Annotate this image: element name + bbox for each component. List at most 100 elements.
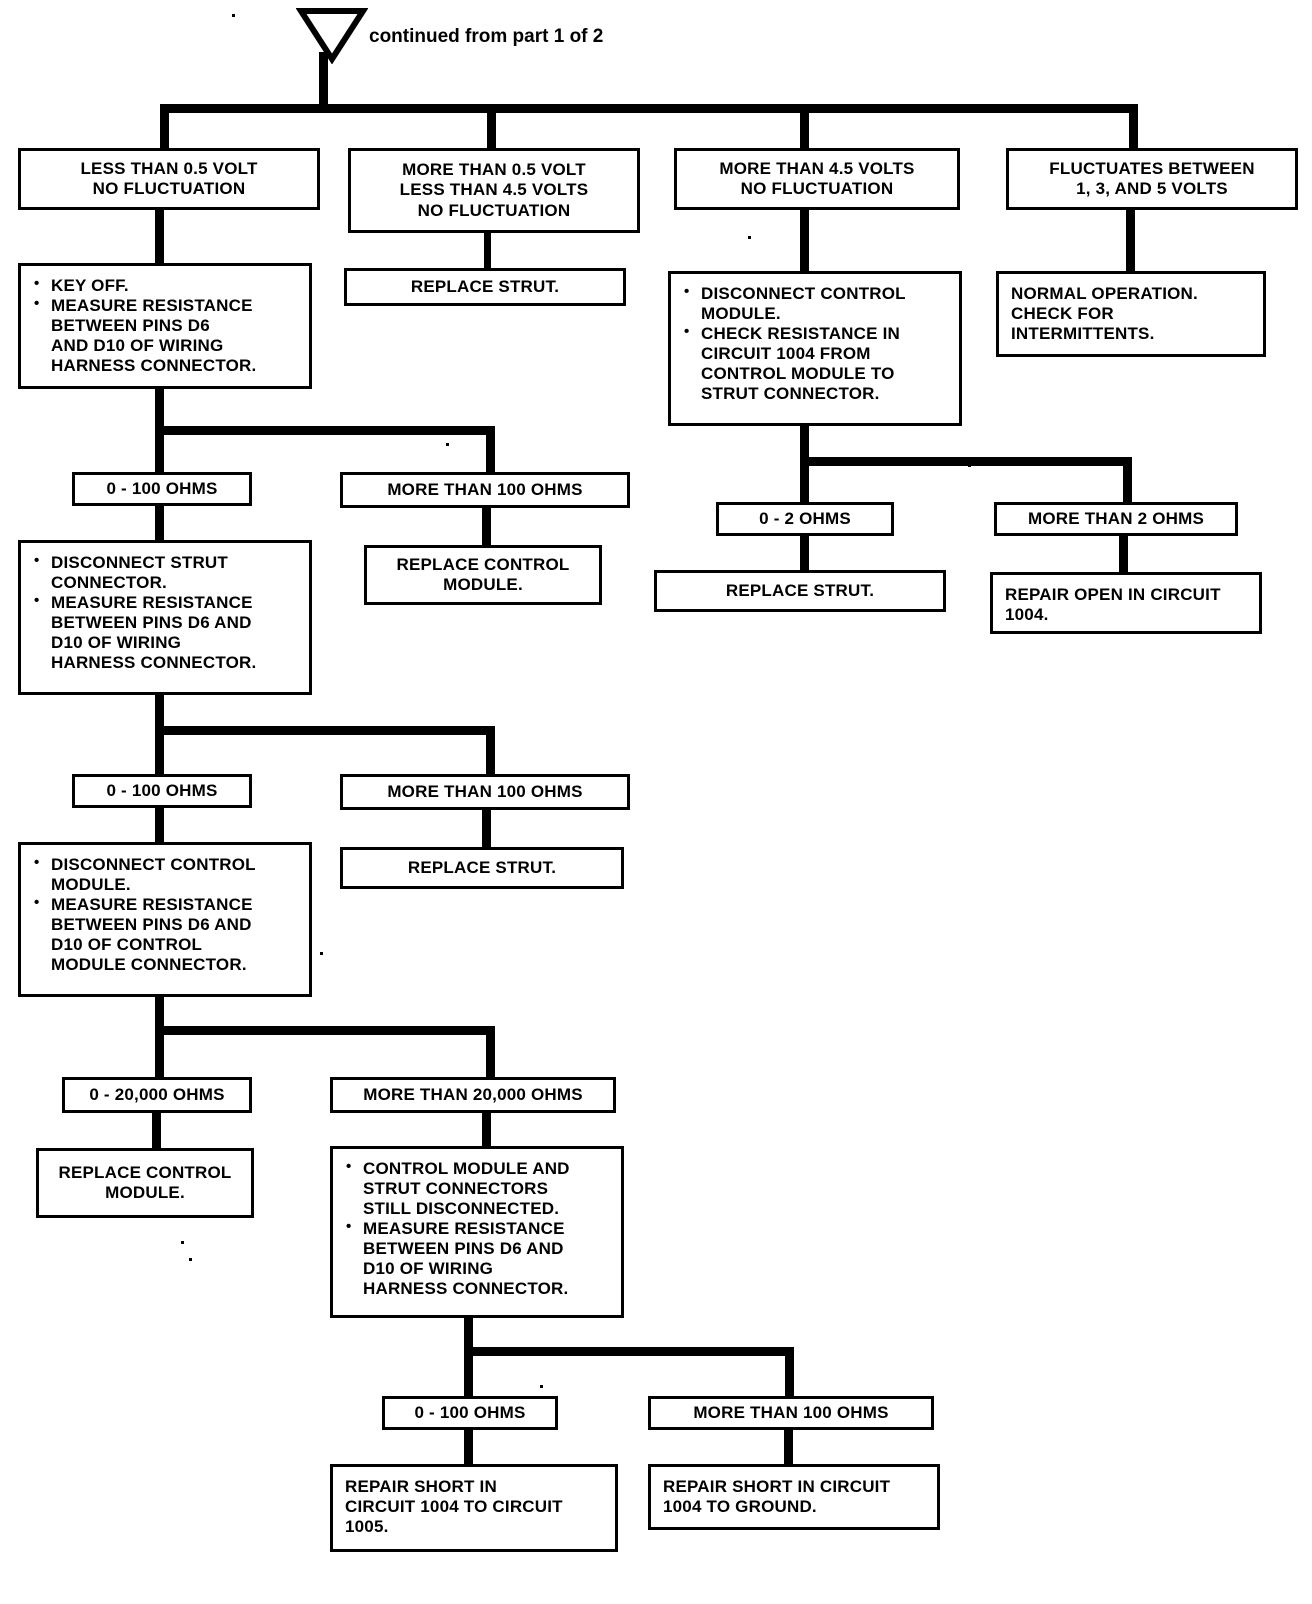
connector-b1-split3-left xyxy=(155,1026,164,1078)
result-label: 0 - 2 OHMS xyxy=(759,508,851,528)
connector-b1-split3-stem xyxy=(155,994,164,1032)
action-box-disconnect-control-module-check-resistance[interactable]: DISCONNECT CONTROL MODULE. CHECK RESISTA… xyxy=(668,271,962,426)
bullet-line: D10 OF WIRING xyxy=(363,1259,494,1279)
result-box-more-than-20000-ohms[interactable]: MORE THAN 20,000 OHMS xyxy=(330,1077,616,1113)
bullet-list: DISCONNECT CONTROL MODULE. CHECK RESISTA… xyxy=(683,283,951,404)
bullet-line: DISCONNECT CONTROL xyxy=(51,855,256,874)
bullet-line: BETWEEN PINS D6 AND xyxy=(363,1239,564,1259)
result-box-0-2-ohms[interactable]: 0 - 2 OHMS xyxy=(716,502,894,536)
result-box-more-than-100-ohms-3[interactable]: MORE THAN 100 OHMS xyxy=(648,1396,934,1430)
bullet-item: DISCONNECT CONTROL MODULE. xyxy=(683,283,951,324)
action-box-key-off-measure-resistance[interactable]: KEY OFF. MEASURE RESISTANCE BETWEEN PINS… xyxy=(18,263,312,389)
action-line: REPLACE STRUT. xyxy=(410,276,560,296)
connector-b1-r2low-to-action xyxy=(155,805,164,847)
bullet-list: KEY OFF. MEASURE RESISTANCE BETWEEN PINS… xyxy=(33,275,301,376)
bullet-item: MEASURE RESISTANCE BETWEEN PINS D6 AND D… xyxy=(33,295,301,376)
action-line: REPAIR SHORT IN xyxy=(345,1477,497,1496)
result-label: MORE THAN 100 OHMS xyxy=(387,479,583,499)
action-box-normal-operation-check-intermittents[interactable]: NORMAL OPERATION. CHECK FOR INTERMITTENT… xyxy=(996,271,1266,357)
connector-b1-split4-bus xyxy=(464,1347,794,1356)
condition-box-more-than-4-5-volts[interactable]: MORE THAN 4.5 VOLTS NO FLUCTUATION xyxy=(674,148,960,210)
bullet-line: MODULE CONNECTOR. xyxy=(51,955,247,975)
condition-line: LESS THAN 0.5 VOLT xyxy=(80,158,258,178)
scan-artifact xyxy=(446,443,449,446)
bullet-line: MEASURE RESISTANCE xyxy=(51,296,253,316)
connector-b1-split3-right xyxy=(486,1026,495,1078)
connector-top-drop-2 xyxy=(487,104,496,152)
connector-b1-r3high-to-action xyxy=(482,1110,491,1150)
result-label: 0 - 100 OHMS xyxy=(106,780,218,800)
bullet-line: HARNESS CONNECTOR. xyxy=(51,653,257,673)
bullet-line: CONTROL MODULE AND xyxy=(363,1159,570,1178)
action-box-repair-open-circuit-1004[interactable]: REPAIR OPEN IN CIRCUIT 1004. xyxy=(990,572,1262,634)
continued-from-label: continued from part 1 of 2 xyxy=(369,26,604,47)
action-line: CHECK FOR xyxy=(1011,304,1114,324)
bullet-line: HARNESS CONNECTOR. xyxy=(363,1279,569,1299)
offpage-connector-icon xyxy=(296,8,368,64)
connector-b3-split-left xyxy=(800,457,809,505)
bullet-item: CHECK RESISTANCE IN CIRCUIT 1004 FROM CO… xyxy=(683,323,951,404)
result-label: 0 - 100 OHMS xyxy=(106,478,218,498)
action-line: REPAIR OPEN IN CIRCUIT xyxy=(1005,585,1221,604)
connector-b1-r4low-to-action xyxy=(464,1427,473,1469)
result-box-0-20000-ohms[interactable]: 0 - 20,000 OHMS xyxy=(62,1077,252,1113)
connector-b1-r4high-to-action xyxy=(784,1427,793,1469)
connector-b1-split2-left xyxy=(155,726,164,776)
connector-b1-split2-right xyxy=(486,726,495,776)
action-box-replace-strut-branch2[interactable]: REPLACE STRUT. xyxy=(344,268,626,306)
action-line: REPLACE STRUT. xyxy=(407,857,557,877)
bullet-list: DISCONNECT STRUT CONNECTOR. MEASURE RESI… xyxy=(33,552,301,673)
action-line: MODULE. xyxy=(105,1183,185,1202)
bullet-line: BETWEEN PINS D6 xyxy=(51,316,210,336)
connector-b3-low-to-action xyxy=(800,533,809,575)
condition-box-less-than-0-5-volt[interactable]: LESS THAN 0.5 VOLT NO FLUCTUATION xyxy=(18,148,320,210)
bullet-line: MEASURE RESISTANCE xyxy=(51,593,253,613)
bullet-item: DISCONNECT CONTROL MODULE. xyxy=(33,854,301,895)
bullet-line: STILL DISCONNECTED. xyxy=(363,1199,560,1219)
condition-box-more-than-0-5-less-than-4-5[interactable]: MORE THAN 0.5 VOLT LESS THAN 4.5 VOLTS N… xyxy=(348,148,640,233)
result-box-0-100-ohms-2[interactable]: 0 - 100 OHMS xyxy=(72,774,252,808)
condition-line: FLUCTUATES BETWEEN xyxy=(1049,158,1255,178)
scan-artifact xyxy=(189,1258,192,1261)
connector-b1-split4-left xyxy=(464,1347,473,1397)
condition-line: MORE THAN 0.5 VOLT xyxy=(402,160,586,180)
scan-artifact xyxy=(181,1241,184,1244)
result-box-more-than-100-ohms-1[interactable]: MORE THAN 100 OHMS xyxy=(340,472,630,508)
connector-b1-r1low-to-action xyxy=(155,503,164,545)
connector-top-drop-3 xyxy=(800,104,809,152)
connector-b2-cond-to-action xyxy=(484,230,491,270)
action-box-replace-strut-1[interactable]: REPLACE STRUT. xyxy=(340,847,624,889)
action-box-replace-control-module-1[interactable]: REPLACE CONTROL MODULE. xyxy=(364,545,602,605)
action-box-replace-strut-branch3[interactable]: REPLACE STRUT. xyxy=(654,570,946,612)
connector-b1-r2high-to-action xyxy=(482,807,491,850)
result-box-0-100-ohms-1[interactable]: 0 - 100 OHMS xyxy=(72,472,252,506)
scan-artifact xyxy=(540,1385,543,1388)
result-box-more-than-100-ohms-2[interactable]: MORE THAN 100 OHMS xyxy=(340,774,630,810)
bullet-item: MEASURE RESISTANCE BETWEEN PINS D6 AND D… xyxy=(345,1218,613,1299)
result-label: 0 - 20,000 OHMS xyxy=(89,1084,225,1104)
connector-top-bus xyxy=(160,104,1138,113)
result-label: MORE THAN 100 OHMS xyxy=(387,781,583,801)
action-box-disconnect-strut-connector[interactable]: DISCONNECT STRUT CONNECTOR. MEASURE RESI… xyxy=(18,540,312,695)
connector-b1-r3low-to-action xyxy=(152,1110,161,1152)
bullet-line: DISCONNECT CONTROL xyxy=(701,284,906,303)
condition-line: 1, 3, AND 5 VOLTS xyxy=(1076,179,1228,198)
condition-line: MORE THAN 4.5 VOLTS xyxy=(719,158,915,178)
connector-top-drop-4 xyxy=(1129,104,1138,152)
action-box-disconnect-control-module-1[interactable]: DISCONNECT CONTROL MODULE. MEASURE RESIS… xyxy=(18,842,312,997)
bullet-line: STRUT CONNECTORS xyxy=(363,1179,549,1199)
action-box-control-module-and-strut-connectors[interactable]: CONTROL MODULE AND STRUT CONNECTORS STIL… xyxy=(330,1146,624,1318)
result-box-more-than-2-ohms[interactable]: MORE THAN 2 OHMS xyxy=(994,502,1238,536)
bullet-line: HARNESS CONNECTOR. xyxy=(51,356,257,376)
bullet-item: KEY OFF. xyxy=(33,275,301,296)
connector-triangle-stem xyxy=(319,52,328,108)
condition-box-fluctuates-between-1-3-5-volts[interactable]: FLUCTUATES BETWEEN 1, 3, AND 5 VOLTS xyxy=(1006,148,1298,210)
result-box-0-100-ohms-3[interactable]: 0 - 100 OHMS xyxy=(382,1396,558,1430)
connector-b3-cond-to-action xyxy=(800,207,809,273)
connector-b3-split-stem xyxy=(800,423,809,463)
action-box-repair-short-circuit-1004-to-ground[interactable]: REPAIR SHORT IN CIRCUIT 1004 TO GROUND. xyxy=(648,1464,940,1530)
action-box-repair-short-circuit-1004-to-1005[interactable]: REPAIR SHORT IN CIRCUIT 1004 TO CIRCUIT … xyxy=(330,1464,618,1552)
bullet-line: BETWEEN PINS D6 AND xyxy=(51,613,252,633)
scan-artifact xyxy=(232,14,235,17)
action-box-replace-control-module-2[interactable]: REPLACE CONTROL MODULE. xyxy=(36,1148,254,1218)
